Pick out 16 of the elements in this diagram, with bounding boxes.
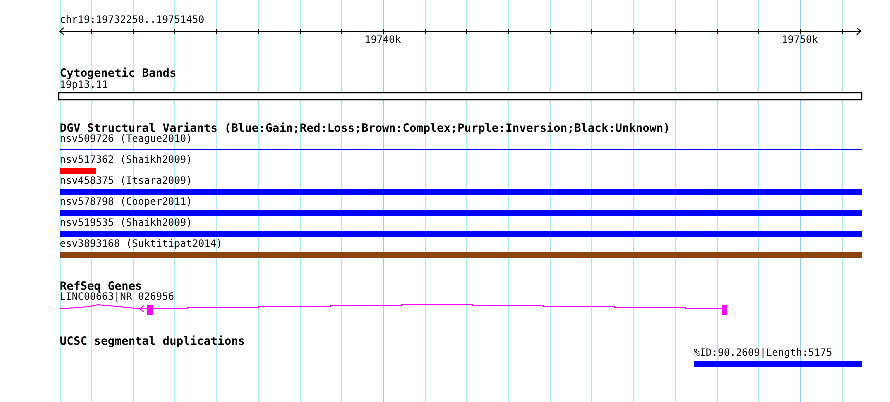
variant-label: nsv519535 (Shaikh2009) bbox=[60, 218, 192, 230]
variant-label: nsv517362 (Shaikh2009) bbox=[60, 155, 192, 167]
band-label: 19p13.11 bbox=[60, 80, 108, 92]
gene-label: LINC00663|NR_026956 bbox=[60, 292, 174, 304]
track-title: DGV Structural Variants (Blue:Gain;Red:Loss;Brown:Complex;Purple:Inversion;Black:Unknown) bbox=[60, 122, 670, 134]
track-title: Cytogenetic Bands bbox=[60, 67, 177, 79]
tick-label: 19750k bbox=[782, 35, 818, 47]
variant-label: nsv509726 (Teague2010) bbox=[60, 134, 192, 146]
variant-label: nsv578798 (Cooper2011) bbox=[60, 197, 192, 209]
feature-label: %ID:90.2609|Length:5175 bbox=[694, 348, 832, 360]
variant-label: esv3893168 (Suktitipat2014) bbox=[60, 239, 223, 251]
tick-label: 19740k bbox=[365, 35, 402, 47]
coordinate-label: chr19:19732250..19751450 bbox=[60, 15, 204, 27]
variant-label: nsv458375 (Itsara2009) bbox=[60, 176, 192, 188]
track-title: RefSeq Genes bbox=[60, 280, 142, 292]
track-title: UCSC segmental duplications bbox=[60, 335, 246, 347]
